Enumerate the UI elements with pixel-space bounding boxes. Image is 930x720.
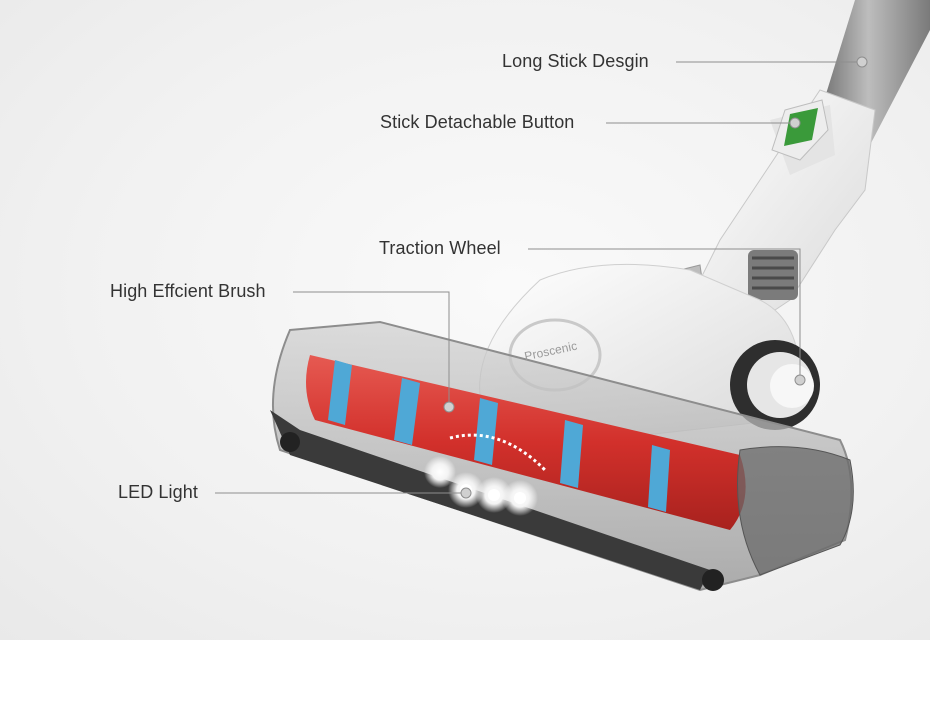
stick-detach-button — [771, 99, 829, 161]
callout-traction-wheel: Traction Wheel — [379, 238, 501, 258]
callout-long-stick: Long Stick Desgin — [502, 51, 649, 71]
callout-detach-button: Stick Detachable Button — [380, 112, 575, 132]
product-photo-panel: Long Stick Desgin Stick Detachable Butto… — [0, 0, 930, 640]
vacuum-head-illustration — [215, 0, 930, 592]
callout-led: LED Light — [118, 482, 198, 502]
roller-brush — [306, 355, 746, 530]
brush-end-cap — [737, 446, 854, 576]
traction-wheel — [730, 340, 820, 430]
callout-dots — [443, 56, 868, 499]
callout-brush: High Effcient Brush — [110, 281, 266, 301]
front-wheels — [280, 432, 724, 591]
callout-leader-lines — [215, 61, 858, 494]
led-lights — [424, 456, 538, 516]
